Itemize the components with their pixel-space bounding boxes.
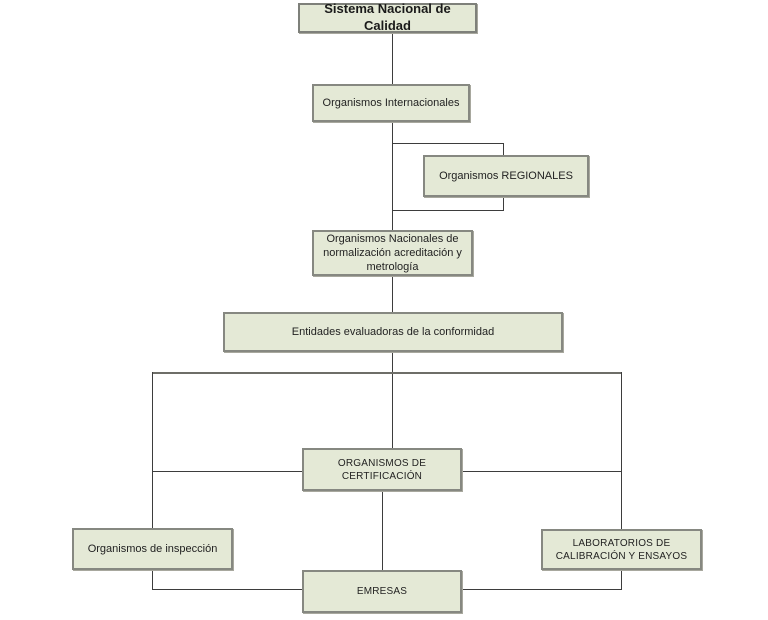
connector-certificacion-emresas — [382, 491, 383, 570]
node-label: LABORATORIOS DE CALIBRACIÓN Y ENSAYOS — [555, 537, 688, 562]
connector-inspeccion-emresas-h — [152, 589, 302, 590]
connector-inspeccion-down — [152, 570, 153, 590]
node-entidades-evaluadoras: Entidades evaluadoras de la conformidad — [223, 312, 563, 352]
node-label: Entidades evaluadoras de la conformidad — [291, 325, 495, 338]
connector-branch-regionales-bottom-h — [392, 210, 504, 211]
node-label: Organismos de inspección — [87, 542, 218, 555]
node-label: EMRESAS — [356, 586, 408, 597]
connector-branch-regionales-bottom-v — [503, 197, 504, 210]
node-organismos-nacionales: Organismos Nacionales de normalización a… — [312, 230, 473, 276]
node-organismos-de-inspeccion: Organismos de inspección — [72, 528, 233, 570]
connector-branch-regionales-top-h — [392, 143, 504, 144]
bracket-right-vertical — [621, 372, 622, 529]
connector-internacionales-nacionales — [392, 122, 393, 230]
connector-laboratorios-down — [621, 570, 622, 590]
connector-bracket-certificacion-left — [152, 471, 302, 472]
node-label: Organismos Internacionales — [322, 96, 460, 109]
node-laboratorios-calibracion-ensayos: LABORATORIOS DE CALIBRACIÓN Y ENSAYOS — [541, 529, 702, 570]
connector-nacionales-entidades — [392, 276, 393, 312]
bracket-left-vertical — [152, 372, 153, 528]
connector-certificacion-bracket-right — [462, 471, 621, 472]
connector-entidades-certificacion — [392, 352, 393, 448]
node-emresas: EMRESAS — [302, 570, 462, 613]
node-label: Organismos Nacionales de normalización a… — [323, 232, 462, 274]
node-sistema-nacional-de-calidad: Sistema Nacional de Calidad — [298, 1, 477, 33]
node-organismos-internacionales: Organismos Internacionales — [312, 84, 470, 122]
bracket-top-horizontal — [152, 372, 622, 374]
connector-title-internacionales — [392, 33, 393, 84]
node-label: Organismos REGIONALES — [439, 169, 573, 182]
node-organismos-de-certificacion: ORGANISMOS DE CERTIFICACIÓN — [302, 448, 462, 491]
node-label: Sistema Nacional de Calidad — [324, 1, 451, 33]
connector-branch-regionales-top-v — [503, 143, 504, 155]
node-label: ORGANISMOS DE CERTIFICACIÓN — [337, 457, 427, 482]
node-organismos-regionales: Organismos REGIONALES — [423, 155, 589, 197]
connector-laboratorios-emresas-h — [462, 589, 621, 590]
